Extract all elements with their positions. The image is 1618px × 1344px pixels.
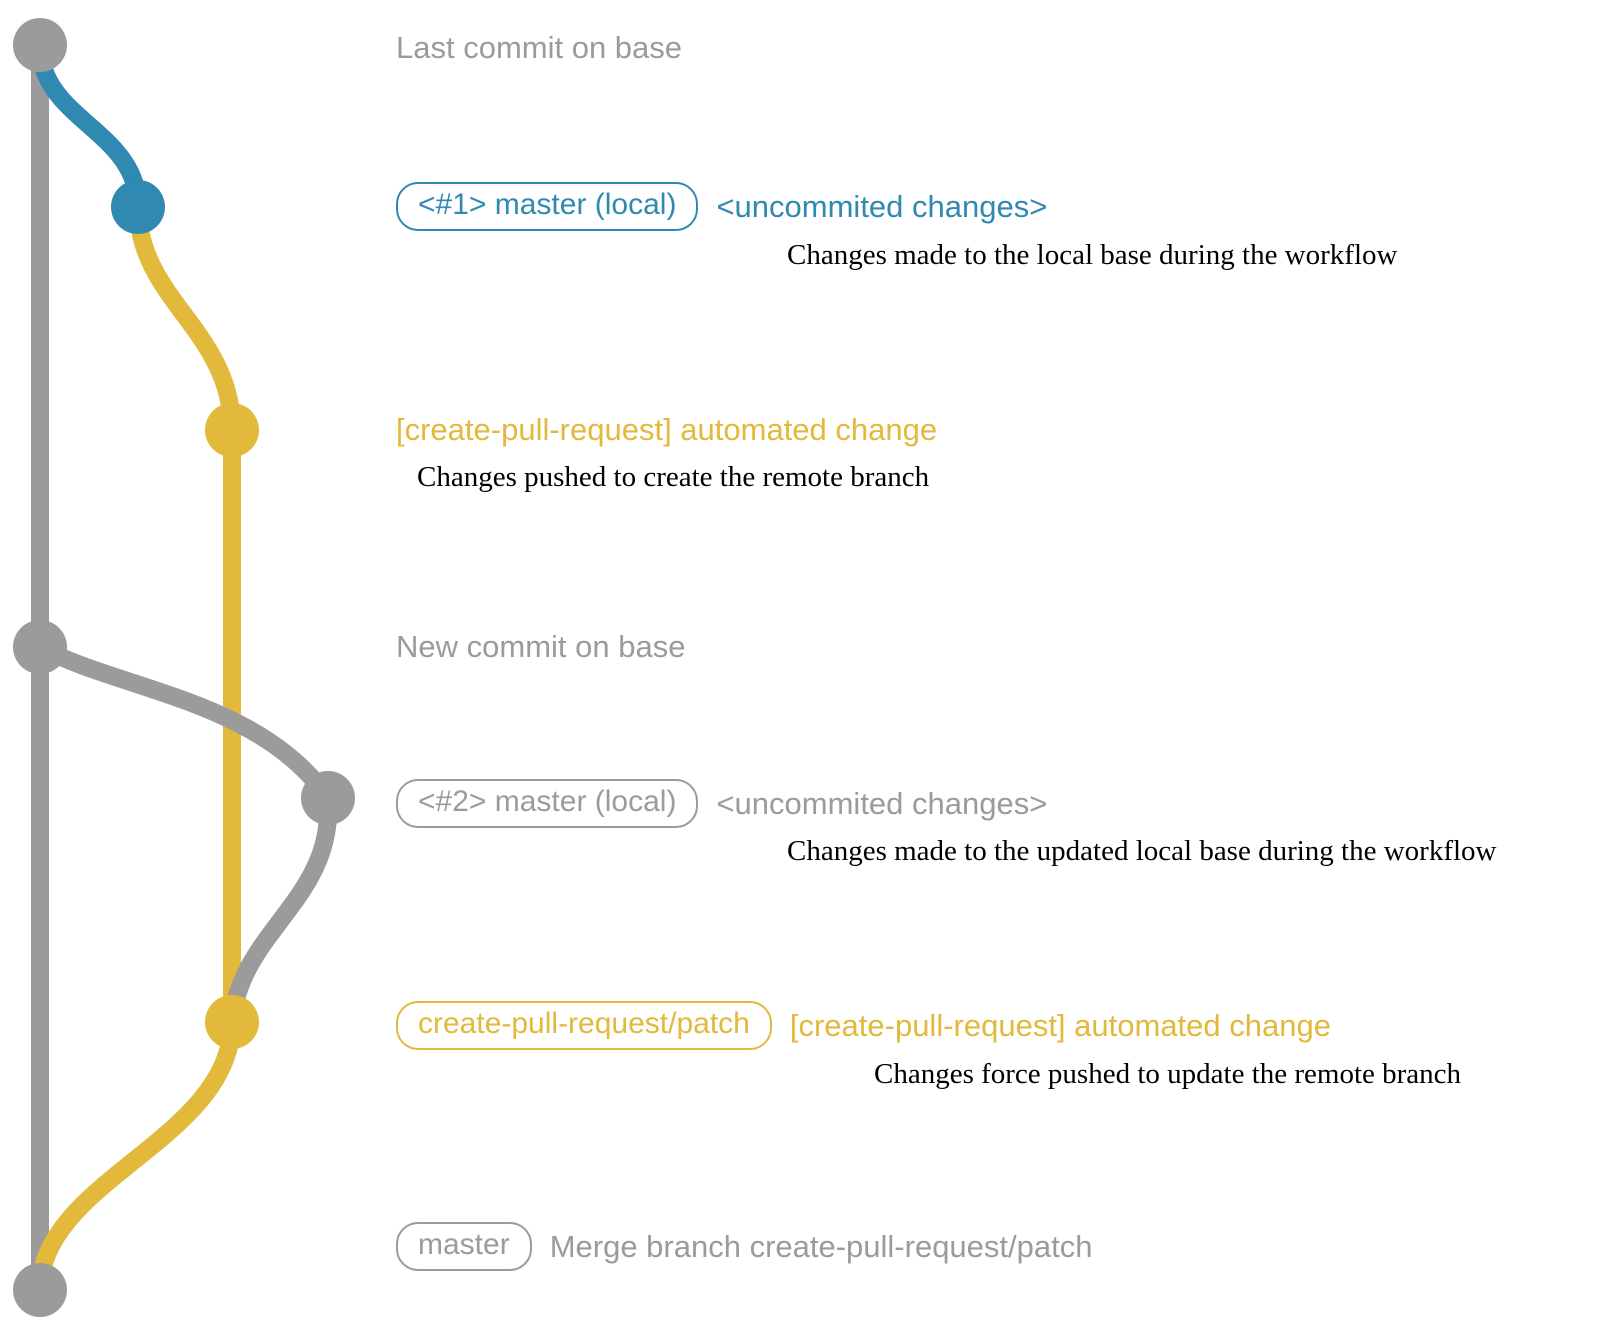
commit-subject: New commit on base — [396, 629, 686, 664]
row-new-commit-on-base: New commit on base — [396, 629, 685, 665]
commit-subject: [create-pull-request] automated change — [396, 412, 938, 447]
base-new-node[interactable] — [13, 620, 67, 674]
merge-node[interactable] — [13, 1263, 67, 1317]
row-master-local-1: <#1> master (local) <uncommited changes> — [396, 182, 1047, 231]
note-automated-change-2: Changes force pushed to update the remot… — [874, 1058, 1462, 1090]
note-local-1: Changes made to the local base during th… — [787, 239, 1398, 271]
row-automated-change-1: [create-pull-request] automated change — [396, 412, 937, 448]
local2-to-patch2-line — [223, 789, 338, 1031]
patch-1-node[interactable] — [205, 403, 259, 457]
ref-badge-master-local-2[interactable]: <#2> master (local) — [396, 779, 699, 828]
base-to-local2-line — [31, 638, 337, 807]
patch-2-node[interactable] — [205, 995, 259, 1049]
patch-branch-line-upper — [129, 198, 241, 439]
ref-badge-master-local-1[interactable]: <#1> master (local) — [396, 182, 699, 231]
commit-subject: [create-pull-request] automated change — [789, 1007, 1331, 1043]
commit-subject: <uncommited changes> — [716, 188, 1048, 224]
note-automated-change-1: Changes pushed to create the remote bran… — [417, 461, 930, 493]
commit-subject: <uncommited changes> — [716, 785, 1048, 821]
commit-subject: Last commit on base — [396, 30, 683, 65]
note-local-2: Changes made to the updated local base d… — [787, 835, 1497, 867]
row-master-local-2: <#2> master (local) <uncommited changes> — [396, 779, 1047, 828]
patch-merge-line — [31, 1013, 241, 1299]
local-1-node[interactable] — [111, 180, 165, 234]
local-2-node[interactable] — [301, 771, 355, 825]
ref-badge-master[interactable]: master — [396, 1222, 532, 1271]
row-automated-change-2: create-pull-request/patch [create-pull-r… — [396, 1001, 1331, 1050]
ref-badge-create-pull-request-patch[interactable]: create-pull-request/patch — [396, 1001, 772, 1050]
base-head-node[interactable] — [13, 18, 67, 72]
row-last-commit-on-base: Last commit on base — [396, 30, 682, 66]
git-graph — [13, 18, 355, 1317]
commit-subject: Merge branch create-pull-request/patch — [549, 1228, 1093, 1264]
row-merge-commit: master Merge branch create-pull-request/… — [396, 1222, 1092, 1271]
